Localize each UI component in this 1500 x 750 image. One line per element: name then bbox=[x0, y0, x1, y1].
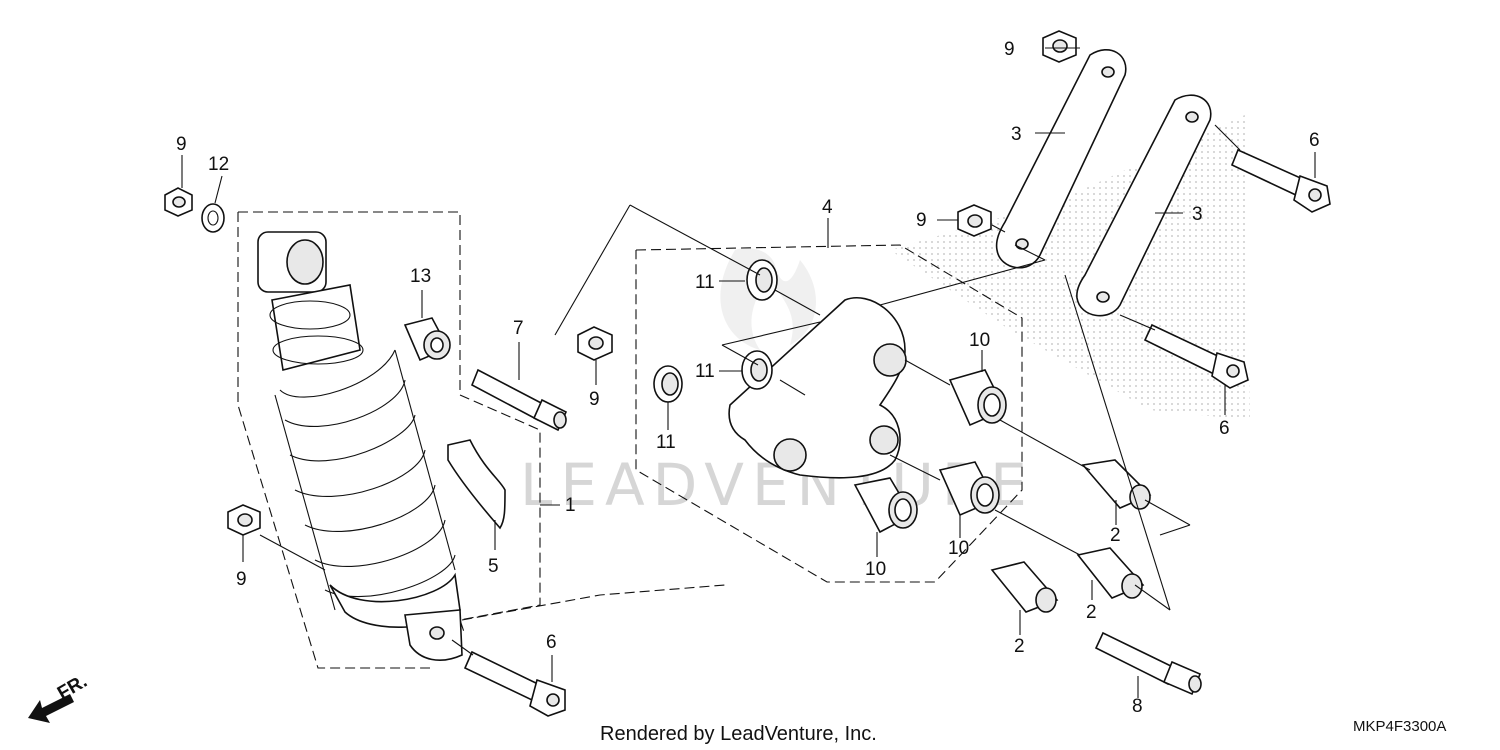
callout-11: 11 bbox=[695, 272, 715, 293]
seal-11c bbox=[653, 365, 683, 403]
bolt-8 bbox=[1094, 631, 1202, 696]
callout-9: 9 bbox=[916, 210, 927, 231]
bearing-10c bbox=[853, 477, 918, 534]
callout-2: 2 bbox=[1014, 636, 1025, 657]
callout-5: 5 bbox=[488, 556, 499, 577]
callout-2: 2 bbox=[1086, 602, 1097, 623]
callout-8: 8 bbox=[1132, 696, 1143, 717]
bearing-10a bbox=[948, 369, 1007, 427]
callout-9: 9 bbox=[176, 134, 187, 155]
leader-lines bbox=[181, 47, 1316, 698]
callout-6: 6 bbox=[1309, 130, 1320, 151]
callout-10: 10 bbox=[969, 330, 990, 351]
arm-assembly-boundary bbox=[635, 244, 1023, 583]
callout-13: 13 bbox=[410, 266, 431, 287]
bearing-10b bbox=[938, 461, 1000, 517]
callout-9: 9 bbox=[236, 569, 247, 590]
shock-assembly-boundary bbox=[238, 211, 541, 636]
bushing-13 bbox=[403, 317, 451, 362]
callout-3: 3 bbox=[1011, 124, 1022, 145]
collar-2a bbox=[1081, 459, 1152, 510]
nut-9-top bbox=[1042, 30, 1077, 63]
cushion-arm bbox=[635, 244, 1023, 583]
nut-9-link bbox=[957, 204, 992, 237]
callout-12: 12 bbox=[208, 154, 229, 175]
link-3-right bbox=[1076, 94, 1212, 317]
collar-2c bbox=[990, 561, 1059, 613]
callout-11: 11 bbox=[656, 432, 676, 453]
bolt-6-midright bbox=[1143, 323, 1249, 389]
front-direction-arrow: FR. bbox=[28, 671, 91, 723]
callout-6: 6 bbox=[546, 632, 557, 653]
callout-10: 10 bbox=[865, 559, 886, 580]
diagram-code: MKP4F3300A bbox=[1353, 718, 1446, 735]
collar-2b bbox=[1076, 547, 1145, 599]
bolt-7 bbox=[470, 368, 568, 432]
callout-10: 10 bbox=[948, 538, 969, 559]
callout-6: 6 bbox=[1219, 418, 1230, 439]
nut-9-mid bbox=[577, 326, 613, 361]
watermark-logo bbox=[720, 248, 817, 350]
bolt-6-bottom bbox=[463, 650, 566, 717]
link-3-left bbox=[995, 49, 1127, 269]
shock-absorber bbox=[237, 211, 541, 669]
callout-11: 11 bbox=[695, 361, 715, 382]
bolt-6-topright bbox=[1230, 148, 1331, 213]
callout-2: 2 bbox=[1110, 525, 1121, 546]
callout-9: 9 bbox=[589, 389, 600, 410]
callout-4: 4 bbox=[822, 197, 833, 218]
seal-11b bbox=[741, 350, 773, 390]
label-sheet-5 bbox=[447, 439, 506, 530]
callout-7: 7 bbox=[513, 318, 524, 339]
nut-9-topleft bbox=[164, 187, 193, 217]
callout-9: 9 bbox=[1004, 39, 1015, 60]
callout-3: 3 bbox=[1192, 204, 1203, 225]
seal-11a bbox=[746, 259, 778, 301]
callout-1: 1 bbox=[565, 495, 576, 516]
nut-9-lowerleft bbox=[227, 504, 261, 536]
rendered-by-text: Rendered by LeadVenture, Inc. bbox=[600, 723, 877, 745]
callout-numbers: 9 12 9 13 7 9 5 1 6 9 3 3 6 6 9 4 11 11 … bbox=[176, 39, 1320, 717]
washer-12 bbox=[201, 203, 225, 233]
